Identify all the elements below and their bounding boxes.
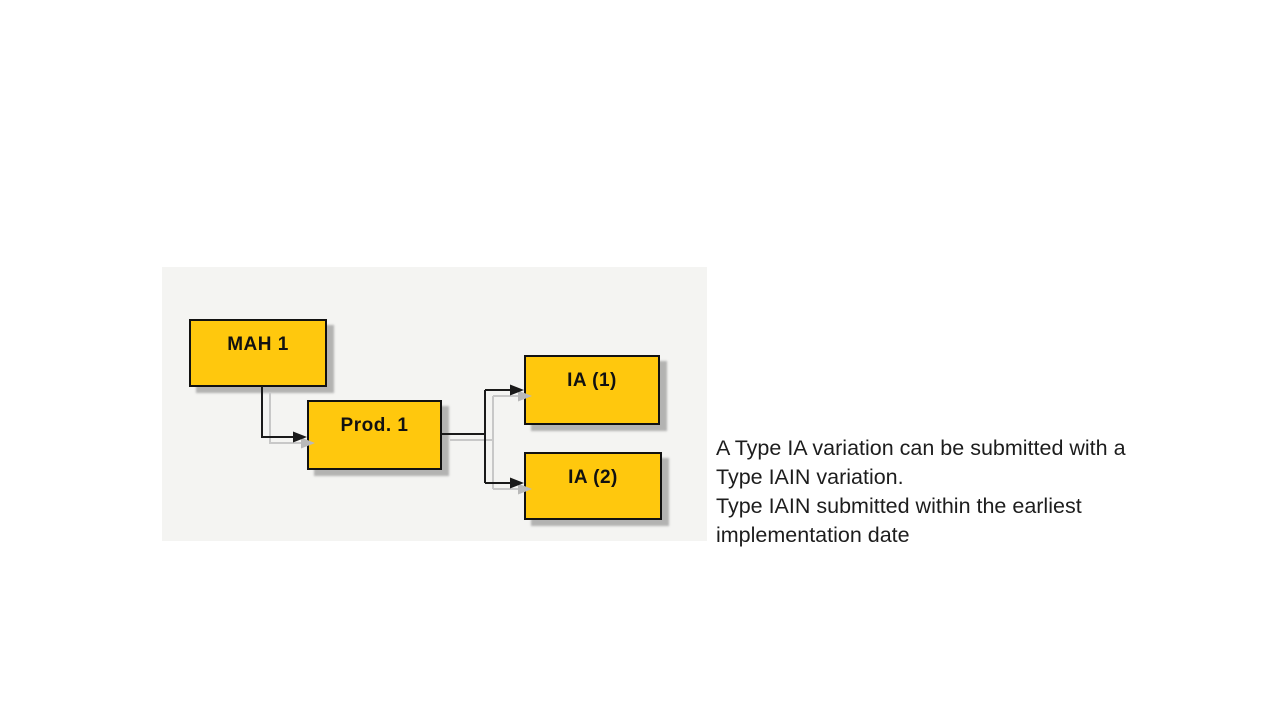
node-mah-1-label: MAH 1 xyxy=(227,334,289,355)
annotation-line-2: Type IAIN variation. xyxy=(716,465,904,489)
annotation-text: A Type IA variation can be submitted wit… xyxy=(716,434,1166,550)
connector-prod1-branches xyxy=(442,389,511,484)
node-ia-1-label: IA (1) xyxy=(567,370,617,391)
node-prod-1-label: Prod. 1 xyxy=(340,415,409,436)
arrowhead-ia2 xyxy=(510,477,524,489)
node-prod-1: Prod. 1 xyxy=(307,400,442,470)
arrowhead-prod1 xyxy=(293,431,307,443)
connector-shadow-mah1-prod1 xyxy=(269,392,302,444)
node-ia-1: IA (1) xyxy=(524,355,660,425)
annotation-line-4: implementation date xyxy=(716,523,910,547)
arrowhead-ia1 xyxy=(510,384,524,396)
connector-mah1-prod1 xyxy=(261,386,294,438)
node-ia-2-label: IA (2) xyxy=(568,467,618,488)
node-ia-2: IA (2) xyxy=(524,452,662,520)
annotation-line-1: A Type IA variation can be submitted wit… xyxy=(716,436,1126,460)
connector-shadow-prod1-branches xyxy=(450,395,519,490)
node-mah-1: MAH 1 xyxy=(189,319,327,387)
diagram-panel: MAH 1 Prod. 1 IA (1) IA (2) xyxy=(162,267,707,541)
annotation-line-3: Type IAIN submitted within the earliest xyxy=(716,494,1082,518)
